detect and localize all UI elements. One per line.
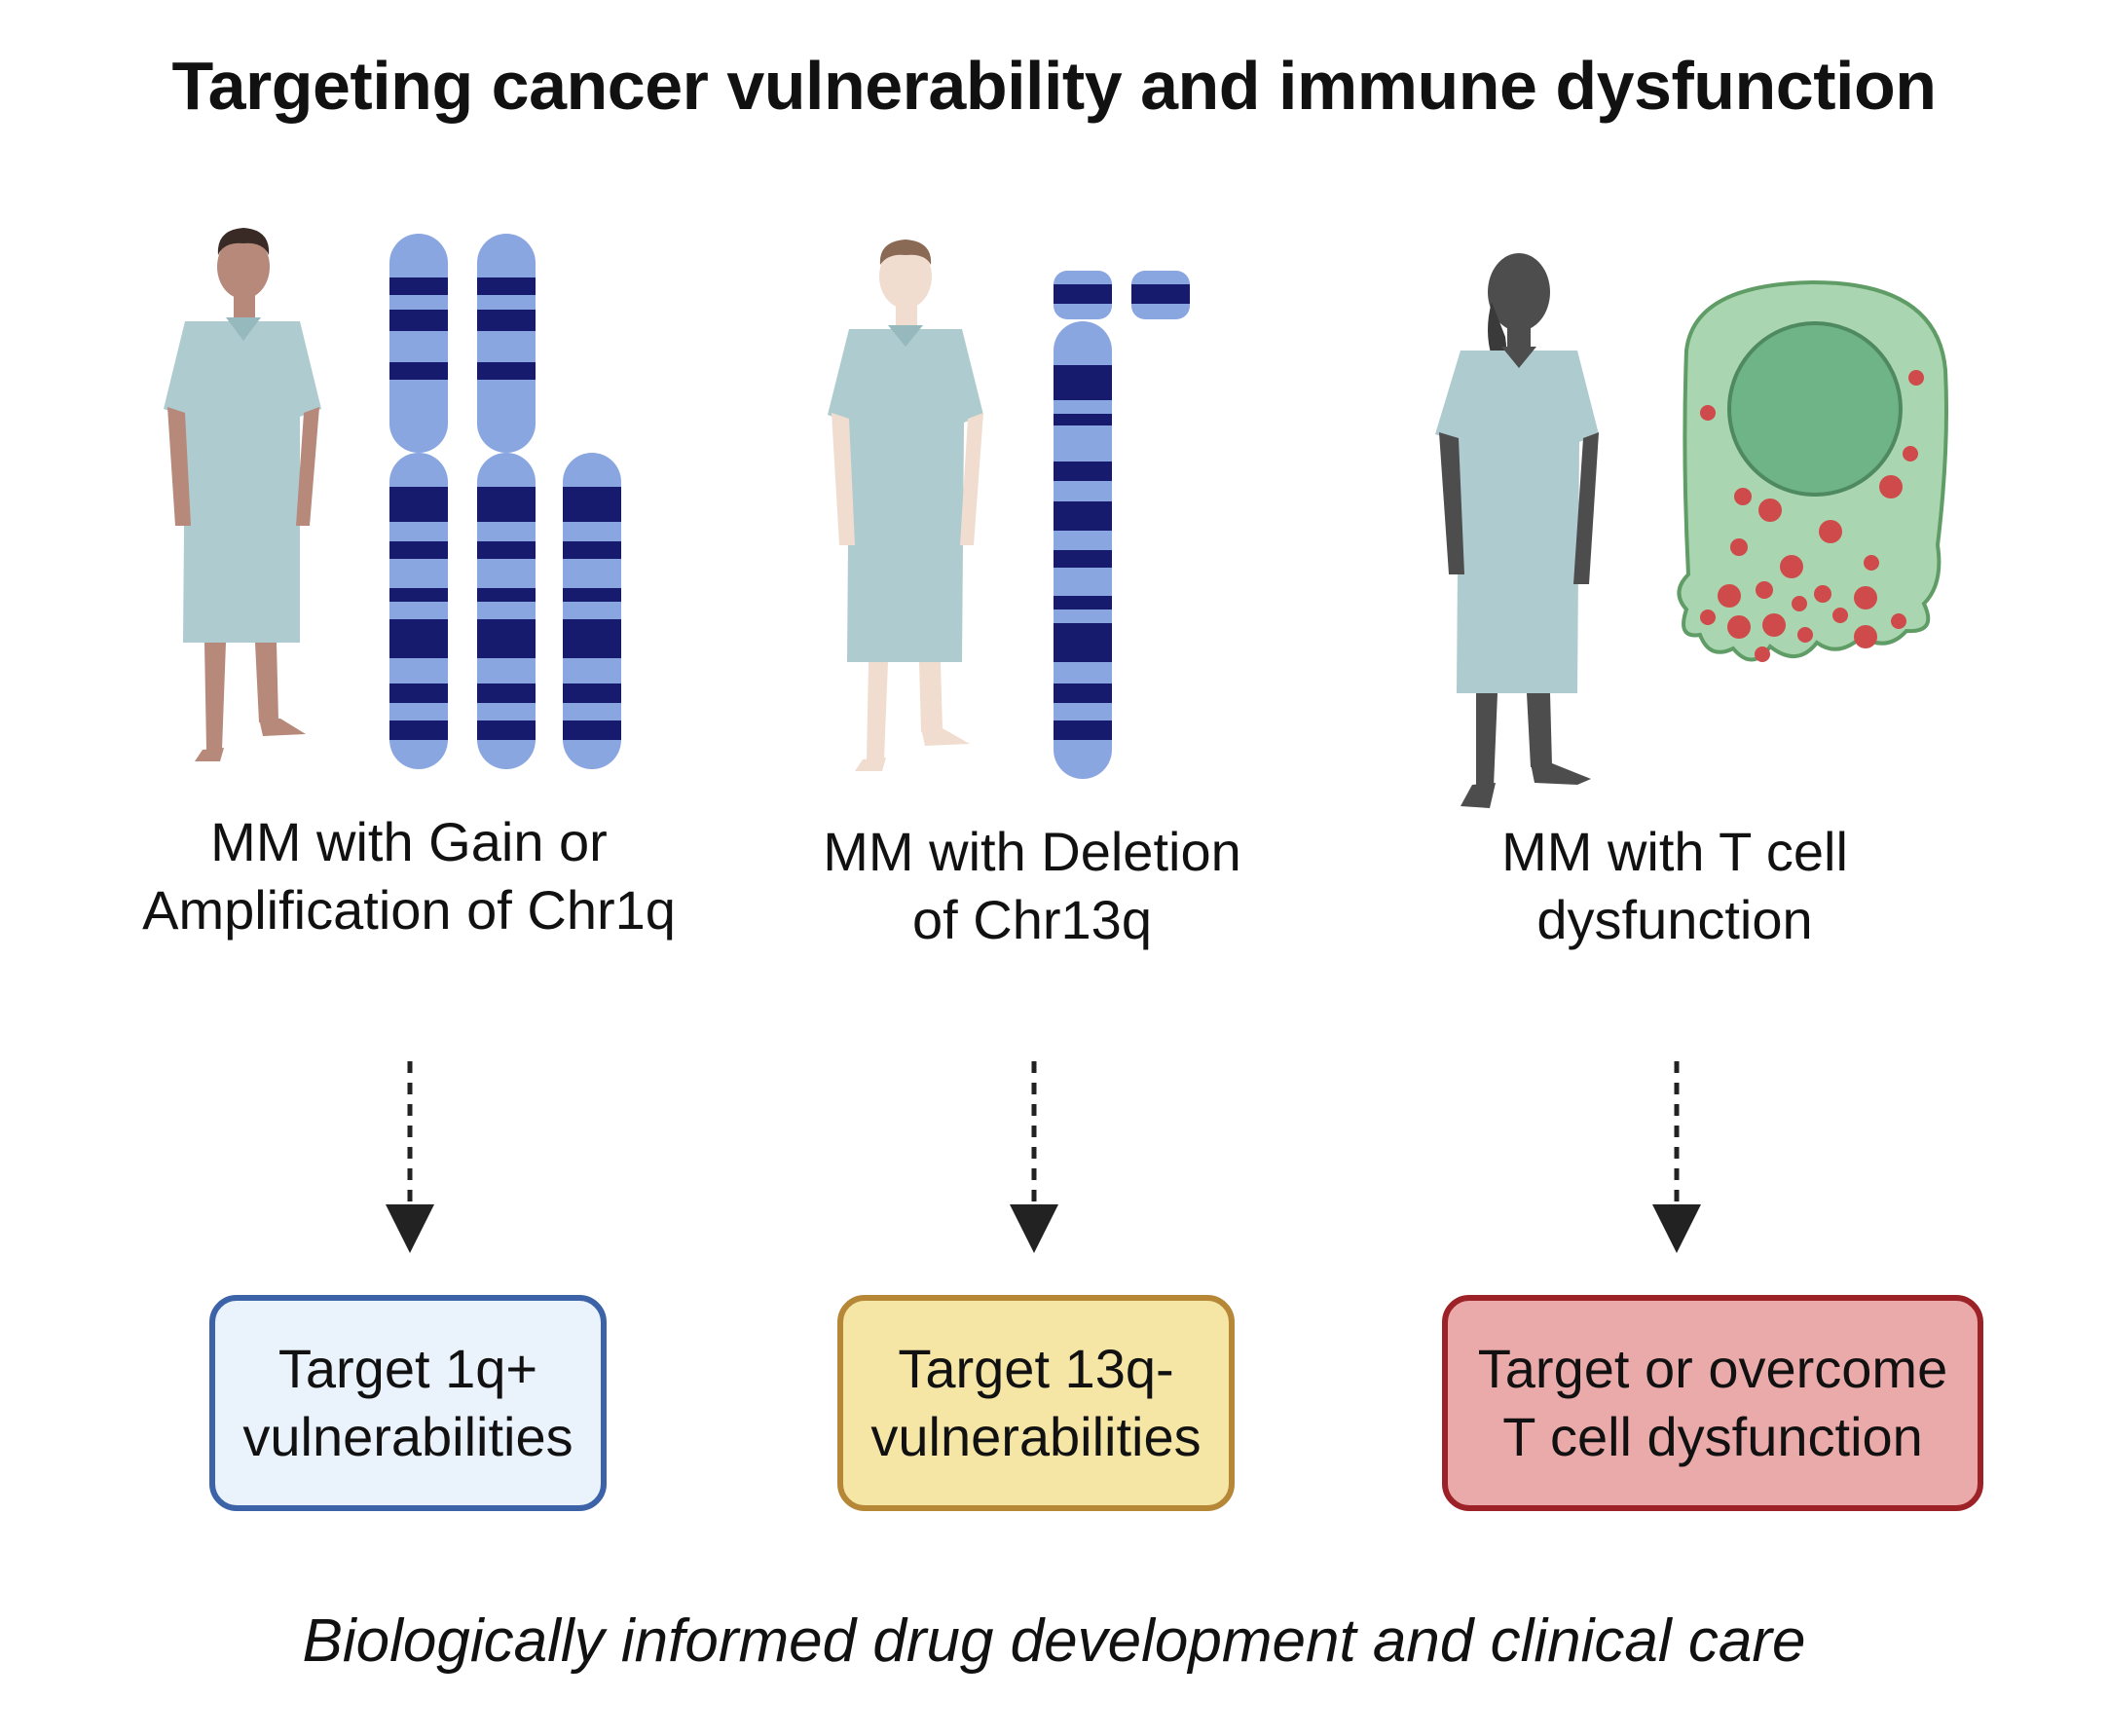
box-line: Target 1q+ <box>277 1338 538 1399</box>
column-label-t-cell: MM with T cell dysfunction <box>1383 818 1967 954</box>
label-line: Amplification of Chr1q <box>142 879 676 941</box>
cell-icon <box>1677 279 1948 662</box>
label-line: of Chr13q <box>912 889 1152 950</box>
footer-caption: Biologically informed drug development a… <box>302 1607 1806 1675</box>
box-line: T cell dysfunction <box>1502 1406 1923 1467</box>
column-label-chr1q: MM with Gain or Amplification of Chr1q <box>78 808 740 944</box>
patient-icon <box>828 240 983 771</box>
target-box-t-cell: Target or overcome T cell dysfunction <box>1442 1295 1983 1511</box>
label-line: dysfunction <box>1536 889 1813 950</box>
target-box-1q: Target 1q+ vulnerabilities <box>209 1295 607 1511</box>
label-line: MM with T cell <box>1501 821 1848 882</box>
target-box-13q: Target 13q- vulnerabilities <box>837 1295 1235 1511</box>
patient-icon <box>1435 253 1599 808</box>
label-line: MM with Gain or <box>210 811 608 872</box>
box-line: vulnerabilities <box>242 1406 573 1467</box>
box-line: Target 13q- <box>898 1338 1174 1399</box>
box-line: Target or overcome <box>1477 1338 1948 1399</box>
column-label-chr13q: MM with Deletion of Chr13q <box>740 818 1324 954</box>
chromosome-icon <box>389 234 621 769</box>
box-line: vulnerabilities <box>870 1406 1202 1467</box>
label-line: MM with Deletion <box>823 821 1241 882</box>
chromosome-icon <box>1054 271 1190 779</box>
figure-title: Targeting cancer vulnerability and immun… <box>171 48 1938 124</box>
patient-icon <box>164 228 321 761</box>
